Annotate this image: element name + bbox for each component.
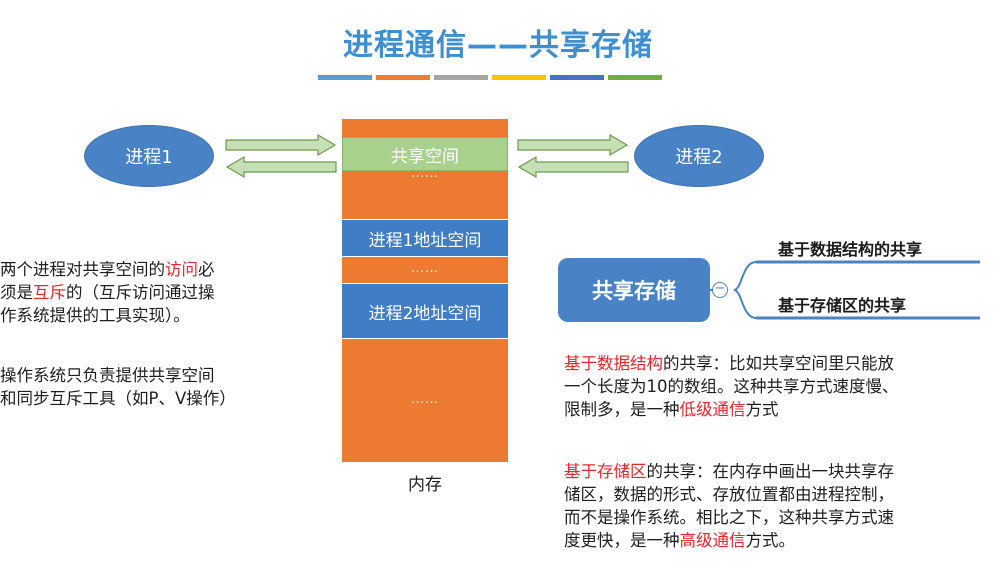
arrows-right — [517, 134, 629, 178]
mindmap-root-label: 共享存储 — [592, 279, 676, 303]
memory-block-1 — [342, 171, 508, 219]
process-2-address-space: 进程2地址空间 — [342, 283, 508, 339]
mindmap-connectors — [710, 260, 980, 320]
memory-block-2 — [342, 257, 508, 283]
shared-space-block: 共享空间 — [342, 137, 508, 171]
note-text: 必 — [198, 260, 215, 279]
note-text: 须是 — [0, 283, 33, 302]
note-text: 而不是操作系统。相比之下，这种共享方式速 — [564, 508, 894, 527]
minus-icon: − — [714, 281, 726, 296]
arrows-left — [225, 134, 337, 178]
title-bar-6 — [608, 75, 662, 80]
process-2-address-label: 进程2地址空间 — [368, 303, 482, 324]
right-note-1: 基于数据结构的共享：比如共享空间里只能放 一个长度为10的数组。这种共享方式速度… — [564, 352, 899, 421]
title-bar-2 — [376, 75, 430, 80]
note-text: 方式。 — [745, 531, 796, 550]
note-text: 限制多，是一种 — [564, 400, 680, 419]
branch-storage-area: 基于存储区的共享 — [778, 296, 907, 315]
arrow-left-icon — [517, 155, 629, 178]
note-text: 操作系统只负责提供共享空间 — [0, 366, 215, 385]
title-bar-4 — [492, 75, 546, 80]
right-note-2: 基于存储区的共享：在内存中画出一块共享存 储区，数据的形式、存放位置都由进程控制… — [564, 460, 894, 552]
process-2-label: 进程2 — [675, 147, 723, 168]
note-highlight: 访问 — [165, 260, 198, 279]
process-1-address-space: 进程1地址空间 — [342, 219, 508, 257]
mindmap-root-node: 共享存储 — [558, 258, 710, 322]
note-highlight: 高级通信 — [679, 531, 746, 550]
branch-data-structure: 基于数据结构的共享 — [778, 240, 923, 259]
note-text: 两个进程对共享空间的 — [0, 260, 165, 279]
arrow-left-icon — [225, 155, 337, 178]
left-note-1: 两个进程对共享空间的访问必 须是互斥的（互斥访问通过操 作系统提供的工具实现）。 — [0, 258, 215, 327]
process-1-label: 进程1 — [125, 147, 173, 168]
note-text: 一个长度为10的数组。这种共享方式速度慢、 — [564, 377, 899, 396]
arrow-right-icon — [225, 134, 337, 157]
memory-ellipsis-2: …… — [411, 261, 439, 276]
title-bar-5 — [550, 75, 604, 80]
note-text: 的共享：比如共享空间里只能放 — [663, 354, 894, 373]
note-highlight: 基于数据结构 — [564, 354, 663, 373]
note-highlight: 基于存储区 — [564, 462, 647, 481]
process-2-node: 进程2 — [634, 125, 764, 187]
memory-block-bottom — [342, 339, 508, 462]
shared-space-label: 共享空间 — [391, 146, 459, 167]
memory-ellipsis-1: …… — [411, 166, 439, 181]
title-bar-3 — [434, 75, 488, 80]
title-bar-1 — [318, 75, 372, 80]
note-text: 作系统提供的工具实现）。 — [0, 306, 190, 325]
arrow-right-icon — [517, 134, 629, 157]
process-1-node: 进程1 — [84, 125, 214, 187]
note-text: 储区，数据的形式、存放位置都由进程控制， — [564, 485, 894, 504]
memory-ellipsis-3: …… — [411, 392, 439, 407]
note-text: 度更快，是一种 — [564, 531, 680, 550]
note-text: 方式 — [745, 400, 779, 419]
note-highlight: 互斥 — [33, 283, 66, 302]
note-text: 的共享：在内存中画出一块共享存 — [646, 462, 895, 481]
note-text: 和同步互斥工具（如P、V操作） — [0, 389, 236, 408]
left-note-2: 操作系统只负责提供共享空间 和同步互斥工具（如P、V操作） — [0, 364, 236, 410]
page-title: 进程通信——共享存储 — [343, 28, 653, 63]
note-text: 的（互斥访问通过操 — [66, 283, 215, 302]
process-1-address-label: 进程1地址空间 — [368, 230, 482, 251]
memory-label: 内存 — [408, 475, 442, 495]
collapse-toggle[interactable]: − — [712, 282, 728, 298]
memory-block-top — [342, 119, 508, 137]
note-highlight: 低级通信 — [679, 400, 746, 419]
